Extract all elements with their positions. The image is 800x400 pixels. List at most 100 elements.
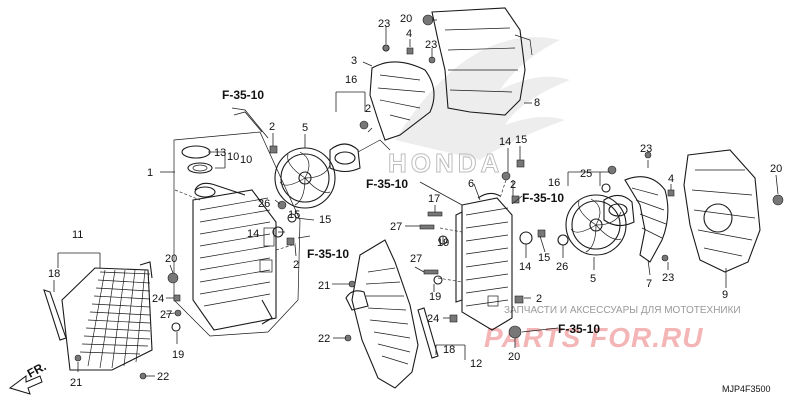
callout-2-left-top: 2: [269, 121, 275, 133]
right-grommet-16: [601, 183, 611, 193]
callout-20-left: 20: [165, 253, 177, 265]
callout-24-center: 24: [427, 313, 439, 325]
callout-2-upper: 2: [365, 103, 371, 115]
honda-watermark-text: HONDA: [388, 148, 503, 178]
left-bolt-27: [174, 309, 182, 317]
callout-15-extra: 15: [288, 209, 300, 221]
left-bolt-25: [359, 120, 369, 130]
callout-23-right-top: 23: [640, 143, 652, 155]
left-washer-19: [171, 322, 181, 332]
callout-4-right: 4: [668, 173, 674, 185]
left-grommet-20: [167, 272, 179, 284]
right-fan-shroud-cover: [624, 176, 669, 263]
left-bolt-2-b: [286, 237, 295, 246]
callout-10-a: 10: [227, 151, 239, 163]
shop-banner-text: ЗАПЧАСТИ И АКСЕССУАРЫ ДЛЯ МОТОТЕХНИКИ: [504, 305, 741, 316]
center-trim-strip: [417, 307, 439, 359]
callout-23-top-a: 23: [378, 18, 390, 30]
callout-21-center: 21: [318, 280, 330, 292]
callout-26-right: 26: [556, 261, 568, 273]
front-direction-label: FR.: [25, 359, 49, 380]
center-bolt-15: [516, 159, 525, 168]
center-bolt-27-b: [423, 269, 439, 275]
right-bolt-4: [667, 189, 675, 197]
left-grommet-20-top: [422, 14, 434, 26]
callout-11: 11: [72, 229, 83, 241]
radiator-cap-inner: [192, 164, 208, 172]
callout-20-top: 20: [400, 13, 412, 25]
center-bolt-17: [427, 211, 443, 217]
callout-numbers: 1 2 2 2 2 2 3 4 4 5 5 6 7 8 9 10 10 11 1…: [48, 13, 782, 389]
left-screw-21: [74, 354, 82, 362]
center-bolt-27-a: [419, 224, 435, 230]
callout-19-left: 19: [172, 349, 184, 361]
callout-10-b: 10: [240, 154, 252, 166]
right-air-guide: [683, 149, 761, 273]
callout-22-center: 22: [318, 333, 330, 345]
center-collar-14-b: [519, 231, 533, 245]
diagram-code: MJP4F3500: [722, 384, 771, 394]
right-nut-23-bottom: [661, 254, 669, 262]
upper-air-guide: [431, 7, 533, 116]
right-radiator: [455, 192, 513, 331]
callout-15-left: 15: [319, 214, 331, 226]
callout-13: 13: [214, 147, 226, 159]
center-nut-14-a: [501, 171, 511, 181]
shop-logo-text: PARTS FOR.RU: [484, 322, 703, 353]
callout-24-left: 24: [152, 293, 164, 305]
callout-27-left: 27: [160, 309, 172, 321]
callout-2-left-bottom: 2: [293, 259, 299, 271]
callout-15-center-bottom: 15: [538, 252, 550, 264]
center-bolt-24: [449, 314, 458, 323]
callout-21-left: 21: [70, 377, 82, 389]
callout-1: 1: [147, 167, 153, 179]
callout-4-upper: 4: [406, 28, 412, 40]
left-washer-26: [277, 200, 287, 210]
callout-16-right: 16: [548, 177, 560, 189]
center-bolt-2-top: [511, 195, 520, 204]
ref-label-left-top: F-35-10: [222, 88, 264, 102]
callout-5-right: 5: [590, 273, 596, 285]
center-grommet-20: [508, 325, 522, 339]
callout-6: 6: [468, 178, 474, 190]
callout-23-top-b: 23: [425, 39, 437, 51]
callout-14-center-top: 14: [499, 136, 511, 148]
left-radiator-group-outline: [173, 131, 301, 337]
left-cooling-fan: [274, 147, 336, 209]
callout-12: 12: [470, 358, 482, 370]
callout-23-right-bottom: 23: [662, 272, 674, 284]
ref-label-center: F-35-10: [366, 177, 408, 191]
left-bolt-24: [173, 294, 181, 302]
center-bolt-2-bottom: [514, 295, 524, 304]
callout-14-center-bottom: 14: [519, 261, 531, 273]
callout-19-center-top: 19: [437, 237, 449, 249]
callout-9: 9: [722, 289, 728, 301]
callout-22-left: 22: [157, 371, 169, 383]
callout-2-center-top: 2: [510, 179, 516, 191]
callout-27-center-bottom: 27: [410, 253, 422, 265]
right-grommet-20: [772, 194, 784, 206]
right-fan-motor: [603, 194, 635, 227]
callout-19-center-bottom: 19: [429, 291, 441, 303]
left-radiator-grille: [61, 261, 153, 371]
honda-wing-watermark: [395, 37, 570, 160]
left-bolt-4: [406, 47, 414, 55]
callout-14-left: 14: [247, 228, 259, 240]
callout-5-left: 5: [302, 122, 308, 134]
callout-15-center-top: 15: [515, 134, 527, 146]
right-nut-23-top: [644, 151, 652, 159]
radiator-cap: [187, 162, 213, 174]
left-nut-23-top: [382, 44, 390, 52]
callout-8: 8: [534, 97, 540, 109]
center-washer-19-b: [433, 275, 443, 285]
callout-17: 17: [428, 193, 440, 205]
left-trim-strip: [43, 289, 67, 341]
callout-16-upper: 16: [345, 74, 357, 86]
ref-label-center-right: F-35-10: [522, 191, 564, 205]
callout-20-center: 20: [508, 351, 520, 363]
callout-20-right: 20: [770, 163, 782, 175]
left-bolt-2-a: [269, 145, 278, 154]
front-direction-arrow: [8, 375, 43, 395]
callout-26-left: 26: [258, 198, 270, 210]
